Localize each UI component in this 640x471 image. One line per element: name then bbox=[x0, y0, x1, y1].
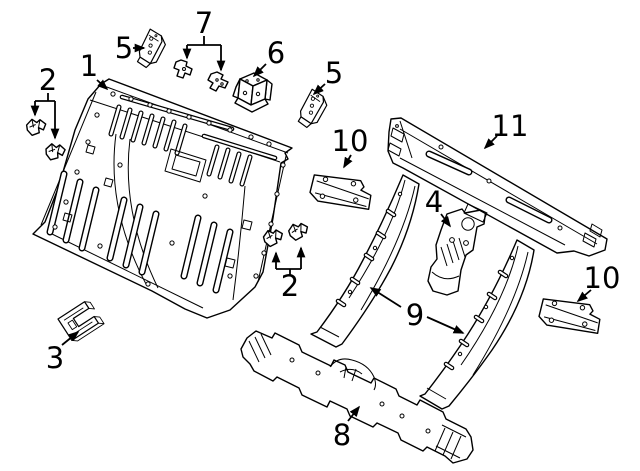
callout-11-arrow bbox=[483, 135, 498, 150]
part-clip-top-b bbox=[207, 71, 229, 92]
callout-10-left-label: 10 bbox=[332, 124, 369, 158]
callout-5-left: 5 bbox=[115, 31, 146, 65]
callout-5-right: 5 bbox=[312, 56, 343, 96]
part-rail-left bbox=[310, 174, 420, 348]
callout-1-arrow bbox=[96, 79, 109, 91]
callout-9-arrow-b bbox=[426, 316, 465, 334]
callout-7-label: 7 bbox=[195, 6, 213, 40]
callouts-layer: 1 2 2 3 4 5 5 bbox=[30, 6, 621, 452]
callout-9-arrow-a bbox=[369, 287, 402, 308]
callout-3-arrow bbox=[61, 330, 80, 346]
part-reinforcement-plate bbox=[427, 208, 487, 296]
part-mount-bracket-left bbox=[134, 27, 170, 72]
callout-6-arrow bbox=[252, 63, 267, 78]
callout-10-right-arrow bbox=[576, 289, 592, 303]
floor-pan-outline bbox=[32, 78, 293, 319]
callout-4-label: 4 bbox=[425, 185, 443, 219]
callout-6-label: 6 bbox=[267, 36, 285, 70]
part-rail-bracket-right bbox=[535, 290, 606, 341]
part-floor-pan bbox=[32, 78, 293, 319]
callout-2-right: 2 bbox=[271, 246, 306, 303]
callout-3: 3 bbox=[46, 330, 80, 375]
callout-2-left-bracket bbox=[35, 93, 55, 102]
part-rail-right bbox=[419, 239, 535, 410]
callout-4: 4 bbox=[425, 185, 451, 228]
callout-10-right: 10 bbox=[576, 261, 621, 303]
callout-2-right-label: 2 bbox=[281, 269, 299, 303]
callout-5-right-label: 5 bbox=[325, 56, 343, 90]
part-mount-bracket-right bbox=[295, 87, 331, 132]
part-rail-bracket-left bbox=[306, 166, 377, 217]
callout-4-arrow bbox=[440, 213, 451, 228]
callout-5-left-label: 5 bbox=[115, 31, 133, 65]
part-support-bracket bbox=[57, 301, 105, 342]
part-box-bracket bbox=[232, 72, 273, 113]
part-clip-left-a bbox=[25, 118, 47, 137]
callout-1: 1 bbox=[80, 49, 109, 91]
callout-2-right-bracket bbox=[276, 268, 301, 275]
callout-7: 7 bbox=[182, 6, 226, 72]
part-rear-crossmember bbox=[240, 330, 474, 464]
part-upper-crossmember bbox=[387, 117, 608, 257]
callout-5-right-arrow bbox=[312, 83, 326, 96]
parts-layer bbox=[25, 27, 608, 464]
callout-11: 11 bbox=[483, 109, 529, 150]
part-clip-top-a bbox=[173, 59, 193, 79]
callout-10-right-label: 10 bbox=[584, 261, 621, 295]
callout-10-left-arrow bbox=[343, 154, 353, 169]
callout-9-label: 9 bbox=[406, 298, 424, 332]
callout-2-left-label: 2 bbox=[39, 63, 57, 97]
callout-9: 9 bbox=[369, 287, 465, 334]
callout-2-left: 2 bbox=[30, 63, 60, 140]
callout-6: 6 bbox=[252, 36, 285, 78]
floor-pan-holes bbox=[52, 91, 286, 287]
callout-8-label: 8 bbox=[333, 418, 351, 452]
callout-3-label: 3 bbox=[46, 341, 64, 375]
part-clip-right-b bbox=[287, 222, 310, 242]
callout-11-label: 11 bbox=[492, 109, 529, 143]
callout-1-label: 1 bbox=[80, 49, 98, 83]
callout-8: 8 bbox=[333, 405, 361, 452]
part-clip-left-b bbox=[43, 142, 67, 163]
callout-8-arrow bbox=[347, 405, 361, 422]
callout-7-bracket bbox=[187, 36, 221, 46]
callout-10-left: 10 bbox=[332, 124, 369, 169]
